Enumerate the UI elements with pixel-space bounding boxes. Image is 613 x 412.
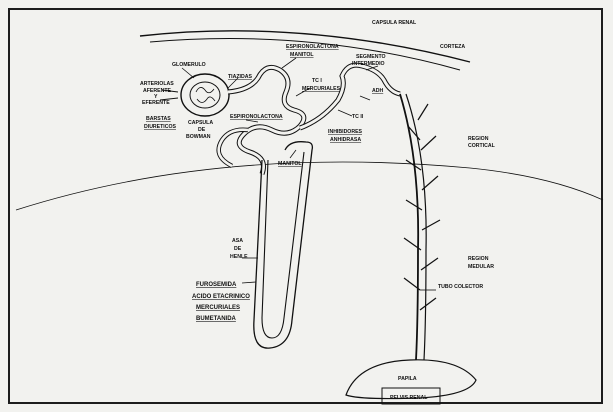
label-furosemida: FUROSEMIDA <box>196 282 237 288</box>
label-region-medular-2: MEDULAR <box>468 264 494 270</box>
label-capsula-bowman-1: CAPSULA <box>188 120 213 126</box>
label-asa-1: ASA <box>232 238 243 244</box>
label-barstas-1: BARSTAS <box>146 116 171 122</box>
label-mercuriales: MERCURIALES <box>196 305 240 311</box>
label-mercuriales-top: MERCURIALES <box>302 86 341 92</box>
label-arteriolas-4: EFERENTE <box>142 100 170 106</box>
tubulo-contorneado-proximal <box>228 67 304 174</box>
label-espironolactona-2: MANITOL <box>290 52 314 58</box>
label-tcii: TC II <box>352 114 364 120</box>
label-corteza: CORTEZA <box>440 44 465 50</box>
label-capsula-renal: CAPSULA RENAL <box>372 20 417 26</box>
tubulo-distal <box>300 65 400 128</box>
label-asa-3: HENLE <box>230 254 248 260</box>
label-segmento-1: SEGMENTO <box>356 54 386 60</box>
label-pelvis-renal: PELVIS RENAL <box>390 395 428 401</box>
label-anhidrasa: ANHIDRASA <box>330 137 361 143</box>
label-region-cortical-2: CORTICAL <box>468 143 496 149</box>
label-capsula-bowman-2: DE <box>198 127 206 133</box>
label-tiazidas: TIAZIDAS <box>228 74 252 80</box>
label-espironolactona-1: ESPIRONOLACTONA <box>286 44 339 50</box>
label-bumetanida: BUMETANIDA <box>196 316 237 322</box>
label-glomerulo: GLOMERULO <box>172 62 206 68</box>
label-manitol: MANITOL <box>278 161 302 167</box>
label-adh: ADH <box>372 88 383 94</box>
label-tubo-colector: TUBO COLECTOR <box>438 284 483 290</box>
label-region-medular-1: REGION <box>468 256 489 262</box>
label-papila: PAPILA <box>398 376 417 382</box>
label-arteriolas-1: ARTERIOLAS <box>140 81 174 87</box>
label-acido-etacrinico: ACIDO ETACRINICO <box>192 294 250 300</box>
label-asa-2: DE <box>234 246 242 252</box>
label-capsula-bowman-3: BOWMAN <box>186 134 211 140</box>
label-inhibidores: INHIBIDORES <box>328 129 363 135</box>
label-barstas-2: DIURETICOS <box>144 124 177 130</box>
label-espironolactona-mid: ESPIRONOLACTONA <box>230 114 283 120</box>
label-tci: TC I <box>312 78 322 84</box>
label-region-cortical-1: REGION <box>468 136 489 142</box>
label-segmento-2: INTERMEDIO <box>352 61 385 67</box>
